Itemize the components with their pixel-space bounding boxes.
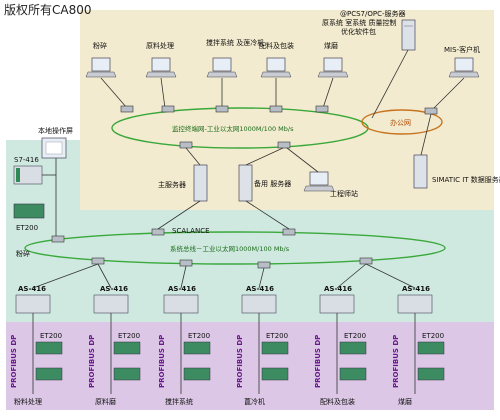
server-label-line2: 原系统 室系统 质量控制 [322, 18, 396, 27]
main-server [185, 147, 208, 202]
profibus-label-2: PROFIBUS DP [88, 335, 96, 388]
simatic-it-server [413, 113, 432, 189]
profibus-label-5: PROFIBUS DP [314, 335, 322, 388]
et200-label-6: ET200 [422, 332, 444, 340]
station-computer [85, 57, 128, 109]
as-rack [241, 267, 277, 314]
as-label-6: AS-416 [402, 285, 430, 293]
et200-modules [35, 341, 445, 381]
as-rack [15, 263, 99, 314]
backup-server [238, 147, 284, 202]
system-bus-label: 系统总线－工业以太网1000M/100 Mb/s [170, 244, 290, 253]
switch-icon [359, 257, 373, 265]
bottom-zone [6, 322, 494, 410]
office-network-label: 办公网 [390, 118, 411, 127]
main-server-label: 主服务器 [158, 180, 186, 189]
switch-icon [424, 107, 438, 115]
switch-icon [51, 235, 65, 243]
et200-left-label: ET200 [16, 224, 38, 232]
engineering-station-label: 工程师站 [330, 189, 358, 198]
profibus-label-4: PROFIBUS DP [236, 335, 244, 388]
as-label-5: AS-416 [324, 285, 352, 293]
et200-label-5: ET200 [344, 332, 366, 340]
switch-icon [91, 257, 105, 265]
switch-icon [179, 141, 193, 149]
as-label-2: AS-416 [100, 285, 128, 293]
station-computer [260, 57, 292, 108]
mis-client [429, 57, 480, 113]
et200-label-1: ET200 [40, 332, 62, 340]
diagram-title: 版权所有CA800 [4, 3, 92, 17]
server-label-line3: 优化软件包 [341, 27, 376, 36]
profibus-lines [32, 313, 416, 394]
middle-zone [6, 140, 494, 322]
bottom-label-5: 配料及包装 [320, 397, 355, 406]
bottom-label-6: 煤磨 [398, 397, 412, 406]
switch-icon [282, 228, 296, 236]
station-label-coal: 煤磨 [324, 41, 338, 50]
et200-label-3: ET200 [188, 332, 210, 340]
switch-icon [161, 105, 175, 113]
bottom-label-3: 搅拌系统 [165, 397, 193, 406]
et200-label-2: ET200 [118, 332, 140, 340]
s7-label: S7-416 [14, 156, 39, 164]
switch-icon [151, 228, 165, 236]
as-label-3: AS-416 [168, 285, 196, 293]
crush-label: 粉碎 [16, 249, 30, 258]
station-label-batching: 配料及包装 [259, 41, 294, 50]
et200-left [13, 203, 45, 219]
local-panel [41, 137, 67, 159]
profibus-label-1: PROFIBUS DP [10, 335, 18, 388]
switch-icon [257, 261, 271, 269]
station-computer [317, 57, 349, 109]
opc-server [371, 19, 416, 119]
station-label-raw: 原料处理 [146, 41, 174, 50]
station-label-crush: 粉碎 [93, 41, 107, 50]
switch-icon [315, 105, 329, 113]
s7-plc [13, 158, 57, 236]
as-label-1: AS-416 [18, 285, 46, 293]
bottom-label-4: 蓖冷机 [244, 397, 265, 406]
switch-icon [120, 105, 134, 113]
profibus-label-6: PROFIBUS DP [392, 335, 400, 388]
bottom-label-1: 粉料处理 [14, 397, 42, 406]
engineering-station [286, 147, 335, 192]
switch-icon [269, 105, 283, 113]
station-label-mixing: 搅拌系统 及莲冷机 [206, 38, 264, 47]
bottom-label-2: 原料磨 [95, 397, 116, 406]
switch-icon [215, 105, 229, 113]
as-rack [365, 263, 433, 314]
top-station-group [85, 57, 349, 109]
plant-network-label: 监控终端网-工业以太网1000M/100 Mb/s [172, 124, 294, 133]
office-network-ring [361, 109, 443, 135]
station-computer [206, 57, 238, 108]
as-rack [319, 263, 367, 314]
simatic-it-label: SIMATIC IT 数据服务器 [432, 175, 500, 184]
server-label-line1: @PCS7/OPC-服务器 [340, 9, 406, 18]
system-bus-ring [24, 231, 446, 265]
backup-server-label: 备用 服务器 [254, 179, 291, 188]
mis-client-label: MIS-客户机 [444, 45, 480, 54]
profibus-label-3: PROFIBUS DP [158, 335, 166, 388]
station-computer [145, 57, 177, 109]
scalance-label: SCALANCE [172, 227, 210, 235]
et200-label-4: ET200 [266, 332, 288, 340]
switch-icon [179, 259, 193, 267]
local-panel-label: 本地操作屏 [38, 126, 73, 135]
switch-icon [277, 141, 291, 149]
as-label-4: AS-416 [246, 285, 274, 293]
